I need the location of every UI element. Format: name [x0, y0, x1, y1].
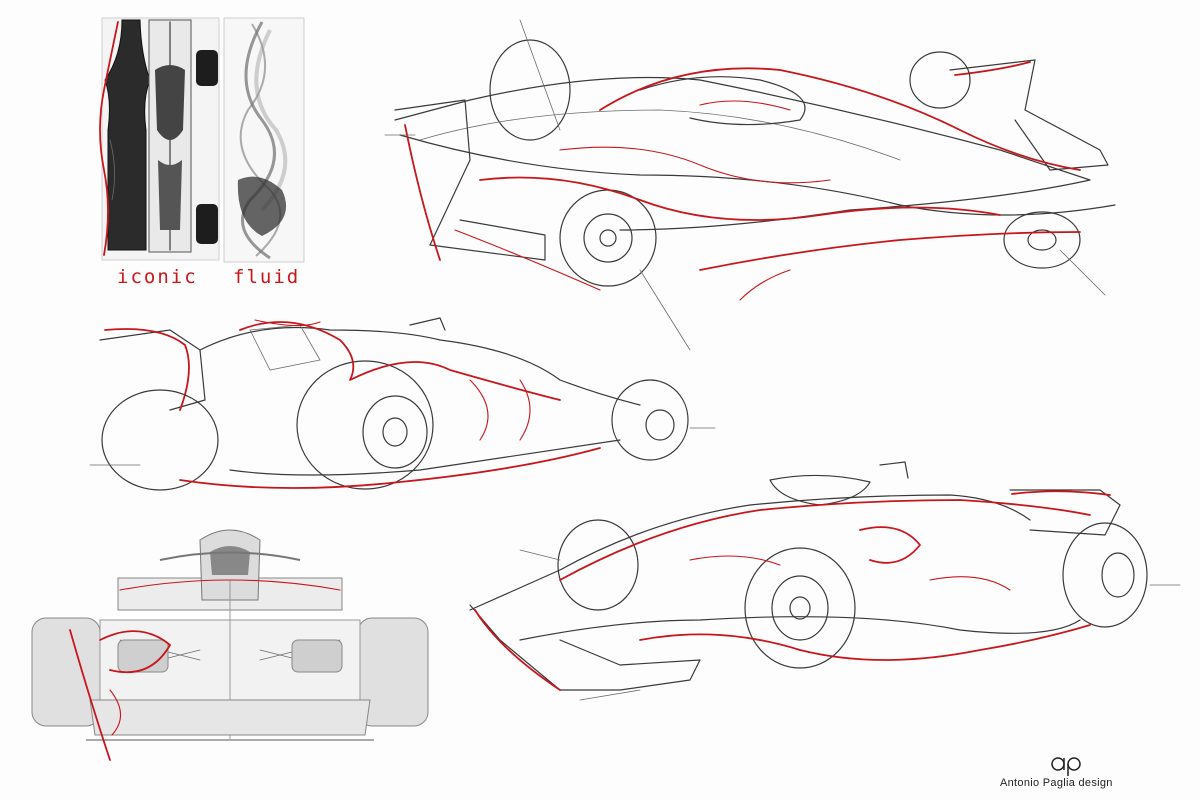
car-side-rear-sketch	[89, 317, 716, 491]
car-top-three-quarter-sketch	[384, 19, 1116, 351]
caption-iconic: iconic	[117, 266, 198, 288]
car-front-three-quarter-sketch	[469, 461, 1181, 701]
brand-logo-mark	[1051, 757, 1081, 776]
designer-credit: Antonio Paglia design	[1000, 777, 1113, 789]
car-front-render	[31, 529, 429, 761]
bottle-car-comparison	[99, 17, 305, 263]
caption-fluid: fluid	[233, 266, 301, 288]
